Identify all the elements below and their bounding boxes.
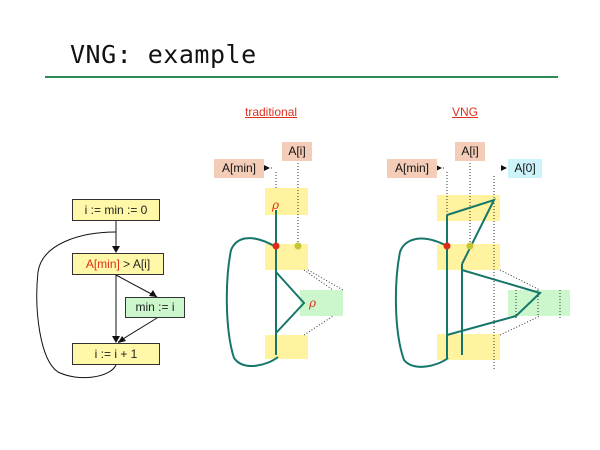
vng-dot-red (443, 242, 451, 250)
cond-right: > A[i] (119, 257, 151, 271)
flow-box-condition: A[min] > A[i] (72, 253, 164, 275)
trad-edges (225, 210, 306, 367)
vng-dot-yellow (466, 242, 474, 250)
vng-arrow-amin (436, 165, 442, 171)
title-underline (45, 76, 558, 78)
flow-box-init: i := min := 0 (72, 199, 160, 221)
cond-left: A[min] (85, 257, 120, 271)
caption-traditional: traditional (245, 105, 298, 119)
trad-label-a-i: A[i] (282, 142, 312, 161)
caption-vng: VNG (452, 105, 479, 119)
vng-label-a-i: A[i] (455, 142, 485, 161)
slide-title: VNG: example (70, 40, 257, 69)
trad-rho-right: ρ (309, 296, 317, 310)
flow-arrowheads (112, 246, 157, 343)
trad-dot-red (272, 242, 280, 250)
trad-rho-top: ρ (272, 198, 280, 212)
trad-band-2 (265, 244, 308, 270)
vng-label-a-0: A[0] (508, 159, 542, 178)
flow-box-assign: min := i (125, 297, 185, 318)
trad-band-3 (265, 335, 308, 359)
vng-arrow-a0 (501, 165, 507, 171)
trad-dot-yellow (294, 242, 302, 250)
trad-arrow-amin (264, 165, 270, 171)
vng-label-a-min: A[min] (387, 159, 437, 178)
trad-band-green (300, 290, 343, 316)
flow-box-increment: i := i + 1 (72, 343, 160, 365)
trad-label-a-min: A[min] (214, 159, 264, 178)
vng-edges (394, 198, 542, 368)
trad-band-1 (265, 188, 308, 215)
